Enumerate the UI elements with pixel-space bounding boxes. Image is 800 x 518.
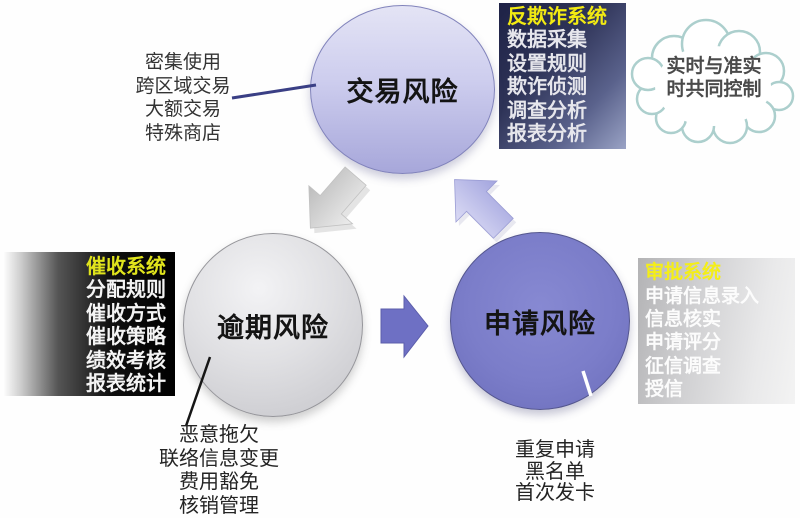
cloud-note: 实时与准实 时共同控制	[646, 55, 782, 101]
overdue-factor: 恶意拖欠	[179, 424, 259, 446]
overdue-factor: 核销管理	[179, 494, 259, 517]
application-factor: 黑名单	[525, 460, 585, 483]
overdue-factor: 联络信息变更	[159, 447, 279, 470]
transaction-factor: 特殊商店	[144, 122, 221, 144]
collection-system-box: 催收系统 分配规则 催收方式 催收策略 绩效考核 报表统计	[3, 252, 175, 396]
node-application-risk-label: 申请风险	[484, 308, 596, 339]
cloud-shape-icon	[630, 18, 795, 145]
anti-fraud-item: 报表分析	[507, 123, 587, 145]
node-transaction-risk-label: 交易风险	[346, 77, 459, 107]
application-factor: 首次发卡	[515, 482, 595, 504]
anti-fraud-system-box: 反欺诈系统 数据采集 设置规则 欺诈侦测 调查分析 报表分析	[499, 3, 626, 149]
overdue-factors: 恶意拖欠 联络信息变更 费用豁免 核销管理	[148, 424, 290, 518]
approval-item: 授信	[645, 378, 684, 400]
cloud-note-line: 时共同控制	[666, 79, 762, 100]
collection-item: 催收策略	[86, 326, 166, 348]
anti-fraud-item: 数据采集	[507, 29, 587, 51]
approval-system-title: 审批系统	[645, 262, 722, 283]
approval-item: 申请评分	[645, 332, 722, 354]
approval-item: 征信调查	[645, 355, 722, 377]
transaction-factor: 大额交易	[144, 99, 221, 120]
arrow-overdue-to-application-icon	[380, 294, 429, 359]
overdue-factor: 费用豁免	[179, 471, 259, 493]
connector-transaction-factors-line	[231, 83, 317, 100]
node-application-risk: 申请风险	[450, 232, 630, 410]
collection-item: 分配规则	[86, 279, 166, 301]
transaction-factors: 密集使用 跨区域交易 大额交易 特殊商店	[126, 51, 240, 145]
collection-system-title: 催收系统	[86, 256, 166, 278]
collection-item: 催收方式	[86, 302, 166, 325]
transaction-factor: 跨区域交易	[135, 75, 231, 97]
application-factor: 重复申请	[515, 439, 595, 461]
approval-system-box: 审批系统 申请信息录入 信息核实 申请评分 征信调查 授信	[638, 258, 795, 404]
node-overdue-risk: 逾期风险	[183, 233, 363, 417]
node-overdue-risk-label: 逾期风险	[217, 312, 329, 343]
anti-fraud-item: 调查分析	[507, 99, 587, 122]
application-factors: 重复申请 黑名单 首次发卡	[484, 439, 626, 505]
node-transaction-risk: 交易风险	[310, 5, 495, 174]
anti-fraud-item: 欺诈侦测	[507, 76, 587, 98]
approval-item: 申请信息录入	[645, 286, 760, 307]
transaction-factor: 密集使用	[144, 52, 221, 73]
anti-fraud-item: 设置规则	[507, 52, 587, 75]
cloud-note-line: 实时与准实	[666, 56, 762, 77]
approval-item: 信息核实	[645, 309, 722, 331]
collection-item: 绩效考核	[86, 349, 166, 372]
collection-item: 报表统计	[86, 373, 166, 395]
anti-fraud-system-title: 反欺诈系统	[507, 6, 607, 28]
